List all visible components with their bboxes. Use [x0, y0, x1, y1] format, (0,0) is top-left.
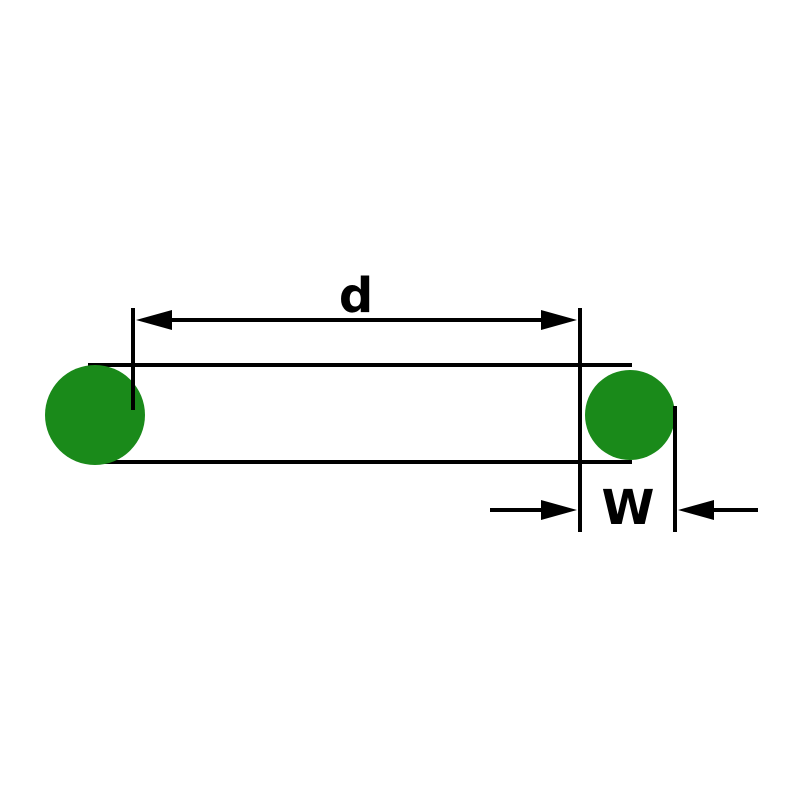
oring-left-cross-section: [45, 365, 145, 465]
diameter-arrowhead-right-icon: [541, 310, 577, 330]
width-arrowhead-left-icon: [541, 500, 577, 520]
diameter-arrowhead-left-icon: [136, 310, 172, 330]
width-label: W: [602, 480, 655, 536]
diameter-label: d: [339, 268, 373, 324]
width-arrowhead-right-icon: [678, 500, 714, 520]
oring-right-cross-section: [585, 370, 675, 460]
